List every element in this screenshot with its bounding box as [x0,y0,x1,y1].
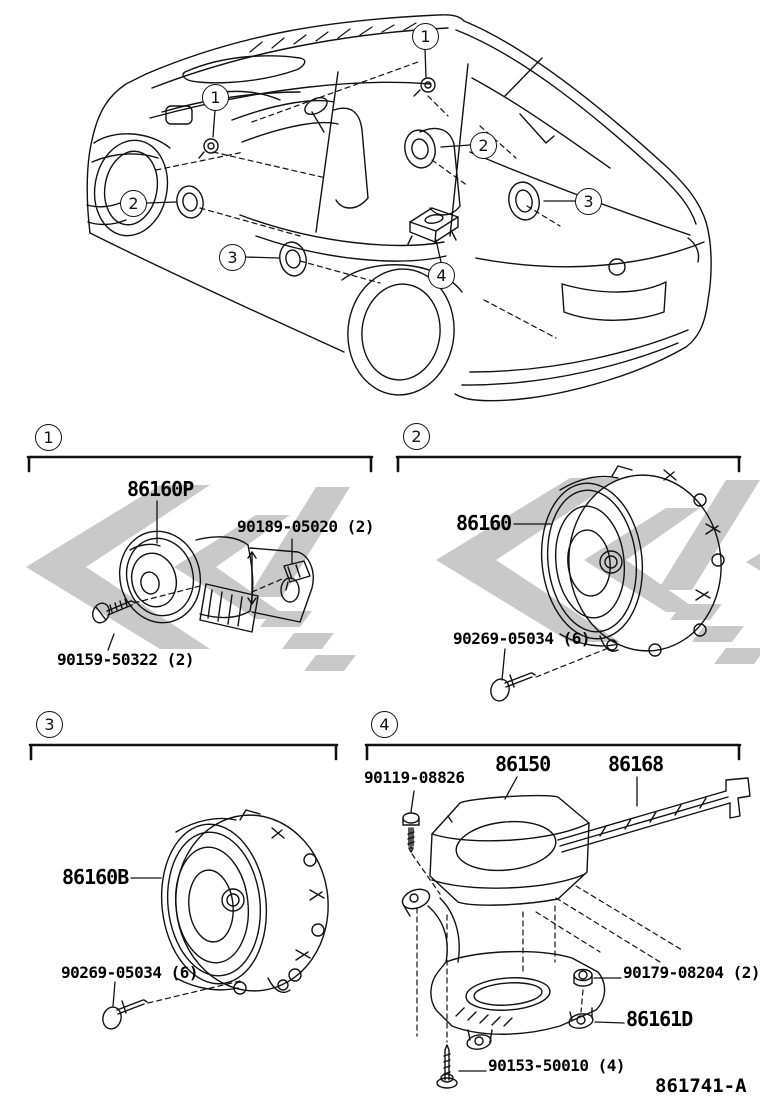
callout-label: 3 [583,192,594,211]
section1-assembly-dashes [133,578,283,604]
section1-clip [283,560,311,591]
tweeter-front-left-glyph [198,138,219,159]
section4-screw-top [402,812,420,853]
callout-2-front-left: 2 [120,190,147,217]
part-label-86161D: 86161D [626,1007,693,1031]
section-number: 4 [379,715,390,734]
car-outline [86,14,712,402]
car-hidden-lines [155,61,561,339]
amplifier-box-glyph [407,207,459,245]
section-number: 2 [411,427,422,446]
section1-screw [92,598,135,624]
part-label-90159-50322: 90159-50322 (2) [57,650,195,669]
rear-speaker-right-glyph [508,181,540,221]
roof-rib-ticks [249,22,417,53]
section3-assembly-dashes [147,980,241,1004]
part-label-86150: 86150 [495,752,551,776]
section2-speaker [540,465,725,657]
part-label-90153-50010: 90153-50010 (4) [488,1056,626,1075]
callout-2-rear-right: 2 [470,132,497,159]
rear-speaker-left-glyph [279,241,307,277]
section-number: 3 [44,715,55,734]
section-1-header: 1 [35,424,62,451]
section4-bracket [401,888,606,1050]
section3-speaker [160,809,329,995]
callout-1-front-right: 1 [412,23,439,50]
callout-label: 1 [420,27,431,46]
section-brackets [26,455,742,761]
front-door-speaker-right-glyph [404,129,436,169]
front-door-speaker-left-glyph [176,185,204,219]
callout-3-rear-left: 3 [219,244,246,271]
section-4-header: 4 [371,711,398,738]
label-leader-lines [107,500,638,1072]
part-label-86160P: 86160P [127,477,194,501]
section4-bracket-strip [557,777,751,853]
section4-alignment-dashes [411,853,683,1043]
tweeter-front-right-glyph [413,77,436,97]
callout-3-rear-right: 3 [575,188,602,215]
section4-cover [429,794,590,906]
part-label-90179-08204: 90179-08204 (2) [623,963,760,982]
callout-1-front-left: 1 [202,84,229,111]
section2-assembly-dashes [535,648,607,678]
section1-tweeter-assembly [118,530,314,633]
section3-screw [102,999,148,1030]
part-label-86168: 86168 [608,752,664,776]
part-label-90189-05020: 90189-05020 (2) [237,517,375,536]
section4-screw-bottom [436,1044,458,1089]
callout-label: 2 [478,136,489,155]
callout-label: 2 [128,194,139,213]
figure-number: 861741-A [655,1075,747,1097]
section-number: 1 [43,428,54,447]
car-rear-wheel [347,268,455,396]
section2-screw [490,672,536,702]
part-label-90269-05034-sec3: 90269-05034 (6) [61,963,199,982]
section-2-header: 2 [403,423,430,450]
callout-label: 1 [210,88,221,107]
section-3-header: 3 [36,711,63,738]
callout-label: 4 [436,266,447,285]
callout-label: 3 [227,248,238,267]
car-front-wheel [93,139,169,237]
section4-nut [573,968,593,987]
part-label-90269-05034-sec2: 90269-05034 (6) [453,629,591,648]
part-label-90119-08826: 90119-08826 [364,768,465,787]
callout-leader-lines [145,48,576,263]
part-label-86160: 86160 [456,511,512,535]
callout-4-amplifier: 4 [428,262,455,289]
part-label-86160B: 86160B [62,865,129,889]
